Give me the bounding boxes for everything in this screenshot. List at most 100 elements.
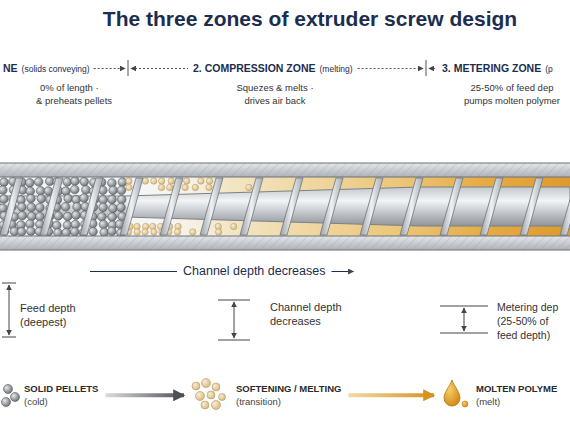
screw-flight <box>40 178 63 235</box>
softening-pellet <box>183 178 189 184</box>
pellet <box>100 228 109 237</box>
zone-span-line <box>94 68 125 69</box>
barrel-edge <box>0 236 570 237</box>
bracket-line <box>2 283 16 284</box>
pellet <box>109 186 118 195</box>
axis-arrow <box>331 271 353 272</box>
barrel-edge <box>0 163 570 164</box>
depth-bracket <box>440 306 488 333</box>
pellet <box>54 212 63 221</box>
bracket-arrow <box>464 308 465 331</box>
melt-drop-icon <box>444 380 468 407</box>
pellet <box>18 211 27 220</box>
softening-pellet <box>126 184 132 190</box>
pellet <box>34 178 43 187</box>
stage-legend-item: MOLTEN POLYME(melt) <box>436 382 559 409</box>
barrel-wall-hatch <box>0 163 570 177</box>
dimension-label: (deepest) <box>20 316 66 329</box>
softening-pellet <box>192 382 200 390</box>
screw-flight <box>400 178 423 235</box>
depth-bracket <box>218 300 250 340</box>
pellet <box>80 177 89 186</box>
dimension-label: Channel depth <box>270 301 342 314</box>
pellet <box>27 194 36 203</box>
pellet <box>72 211 81 220</box>
pellet <box>36 203 45 212</box>
pellet <box>117 186 126 195</box>
softening-pellet <box>151 229 157 235</box>
stage-name: SOFTENING / MELTING <box>236 382 341 395</box>
screw-flight <box>0 178 23 235</box>
pellet <box>89 227 98 236</box>
barrel-interior <box>0 177 570 236</box>
barrel-wall-hatch <box>0 236 570 250</box>
pellet <box>99 203 108 212</box>
softening-pellet <box>219 394 226 401</box>
softening-pellet <box>174 229 180 235</box>
softening-pellet <box>246 184 252 190</box>
softening-pellet <box>212 383 220 391</box>
bracket-line <box>218 300 250 301</box>
pellet <box>63 178 72 187</box>
pellet <box>61 203 70 212</box>
stage-state: (melt) <box>476 395 557 408</box>
pellet <box>37 194 46 203</box>
screw-flight <box>160 178 183 235</box>
pellet <box>70 185 79 194</box>
softening-pellet <box>168 178 174 184</box>
flow-arrow <box>105 393 184 397</box>
softening-pellet <box>134 229 140 235</box>
zone-note: & preheats pellets <box>36 95 112 106</box>
softening-pellet <box>192 184 198 190</box>
screw-flight <box>520 178 543 235</box>
pellet <box>0 186 7 195</box>
pellet <box>117 195 126 204</box>
bracket-line <box>218 340 250 341</box>
softening-pellet <box>142 229 148 235</box>
softening-pellet <box>206 184 212 190</box>
pellet <box>63 212 72 221</box>
screw-flight <box>120 178 143 235</box>
zone-span-line <box>358 68 423 69</box>
softening-pellet <box>198 178 204 184</box>
stage-name: MOLTEN POLYME <box>476 382 557 395</box>
pellet <box>36 186 45 195</box>
pellet <box>99 220 108 229</box>
screw-flight <box>480 178 503 235</box>
axis-line <box>90 271 177 272</box>
pellet <box>98 212 107 221</box>
pellet <box>109 204 118 213</box>
softening-pellet <box>190 229 196 235</box>
pellet <box>36 212 45 221</box>
pellet <box>108 213 117 222</box>
pellet <box>108 195 117 204</box>
screw-flights <box>0 178 570 235</box>
zone-note: drives air back <box>244 95 305 106</box>
bracket-arrow <box>9 285 10 335</box>
zone-note: Squezes & melts · <box>236 82 313 93</box>
stage-state: (transition) <box>236 395 341 408</box>
dimension-label: feed depth) <box>497 329 550 342</box>
pellet <box>80 194 89 203</box>
pellet <box>73 202 82 211</box>
softening-pellet <box>196 392 205 401</box>
softening-pellet <box>202 379 211 388</box>
pellet <box>27 212 36 221</box>
pellet <box>118 178 127 187</box>
melt-drop <box>444 380 460 406</box>
depth-bracket <box>2 283 16 337</box>
screw-flight <box>280 178 303 235</box>
screw-flight <box>200 178 223 235</box>
zone-tick <box>128 60 129 76</box>
pellet <box>27 227 36 236</box>
pellet <box>0 178 8 187</box>
pellet <box>70 227 79 236</box>
dimension-label: Metering dep <box>497 301 558 314</box>
zone-tick <box>426 60 427 76</box>
softening-pellet <box>159 178 165 184</box>
bracket-arrow <box>234 302 235 338</box>
softening-pellet <box>206 178 212 184</box>
dimension-label: decreases <box>270 315 321 328</box>
softening-pellet <box>158 184 164 190</box>
zone-span-line <box>131 68 188 69</box>
